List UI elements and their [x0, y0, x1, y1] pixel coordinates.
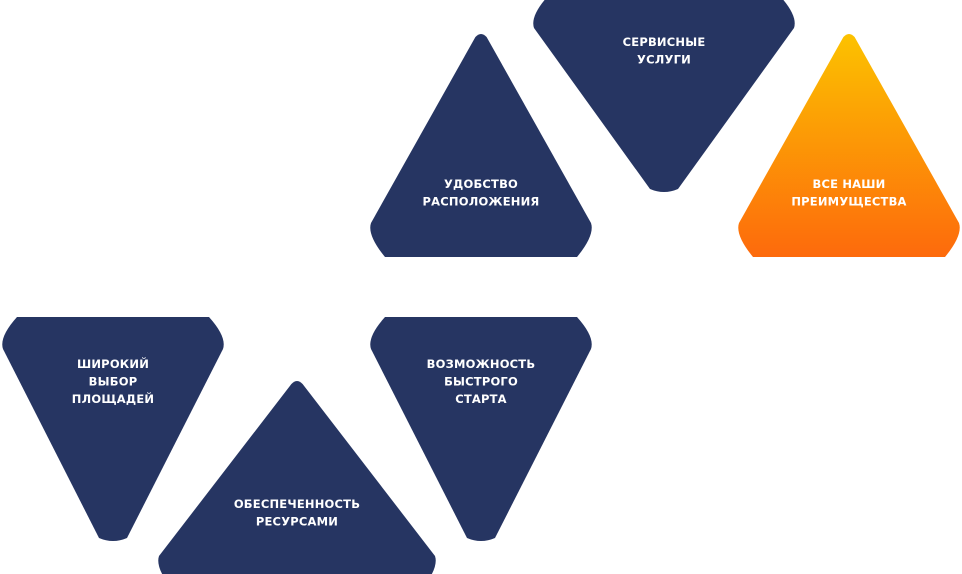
advantage-resources: ОБЕСПЕЧЕННОСТЬ РЕСУРСАМИ [158, 381, 436, 574]
advantage-label-line: ШИРОКИЙ [77, 356, 149, 371]
advantage-label-line: ПЛОЩАДЕЙ [72, 391, 154, 406]
advantage-label: ШИРОКИЙ ВЫБОР ПЛОЩАДЕЙ [72, 356, 154, 406]
advantage-label-line: ВСЕ НАШИ [812, 177, 885, 191]
advantage-label: ВСЕ НАШИ ПРЕИМУЩЕСТВА [791, 177, 906, 209]
advantage-label-line: СЕРВИСНЫЕ [623, 35, 706, 49]
advantage-label-line: ОБЕСПЕЧЕННОСТЬ [234, 497, 360, 511]
advantage-all: ВСЕ НАШИ ПРЕИМУЩЕСТВА [738, 34, 960, 257]
advantage-triangle [2, 317, 224, 541]
advantage-label-line: ПРЕИМУЩЕСТВА [791, 195, 906, 209]
advantage-quick-start: ВОЗМОЖНОСТЬ БЫСТРОГО СТАРТА [370, 317, 592, 541]
advantage-service: СЕРВИСНЫЕ УСЛУГИ [533, 0, 795, 192]
advantage-triangle [370, 34, 592, 257]
advantage-label-line: ВЫБОР [89, 375, 138, 389]
advantage-label: ОБЕСПЕЧЕННОСТЬ РЕСУРСАМИ [234, 497, 360, 529]
advantage-wide-choice: ШИРОКИЙ ВЫБОР ПЛОЩАДЕЙ [2, 317, 224, 541]
highlight-triangle [738, 34, 960, 257]
advantage-label: УДОБСТВО РАСПОЛОЖЕНИЯ [423, 177, 540, 209]
advantage-label-line: БЫСТРОГО [444, 375, 518, 389]
advantage-label-line: СТАРТА [455, 392, 507, 406]
advantage-label-line: РЕСУРСАМИ [256, 515, 338, 529]
advantage-triangle [158, 381, 436, 574]
advantage-label-line: УДОБСТВО [444, 177, 518, 191]
advantage-label: СЕРВИСНЫЕ УСЛУГИ [623, 35, 706, 67]
advantage-label-line: УСЛУГИ [637, 53, 691, 67]
advantage-location: УДОБСТВО РАСПОЛОЖЕНИЯ [370, 34, 592, 257]
advantage-triangle [533, 0, 795, 192]
advantage-triangle [370, 317, 592, 541]
advantage-label-line: РАСПОЛОЖЕНИЯ [423, 195, 540, 209]
advantage-label-line: ВОЗМОЖНОСТЬ [427, 357, 536, 371]
advantage-label: ВОЗМОЖНОСТЬ БЫСТРОГО СТАРТА [427, 357, 536, 406]
